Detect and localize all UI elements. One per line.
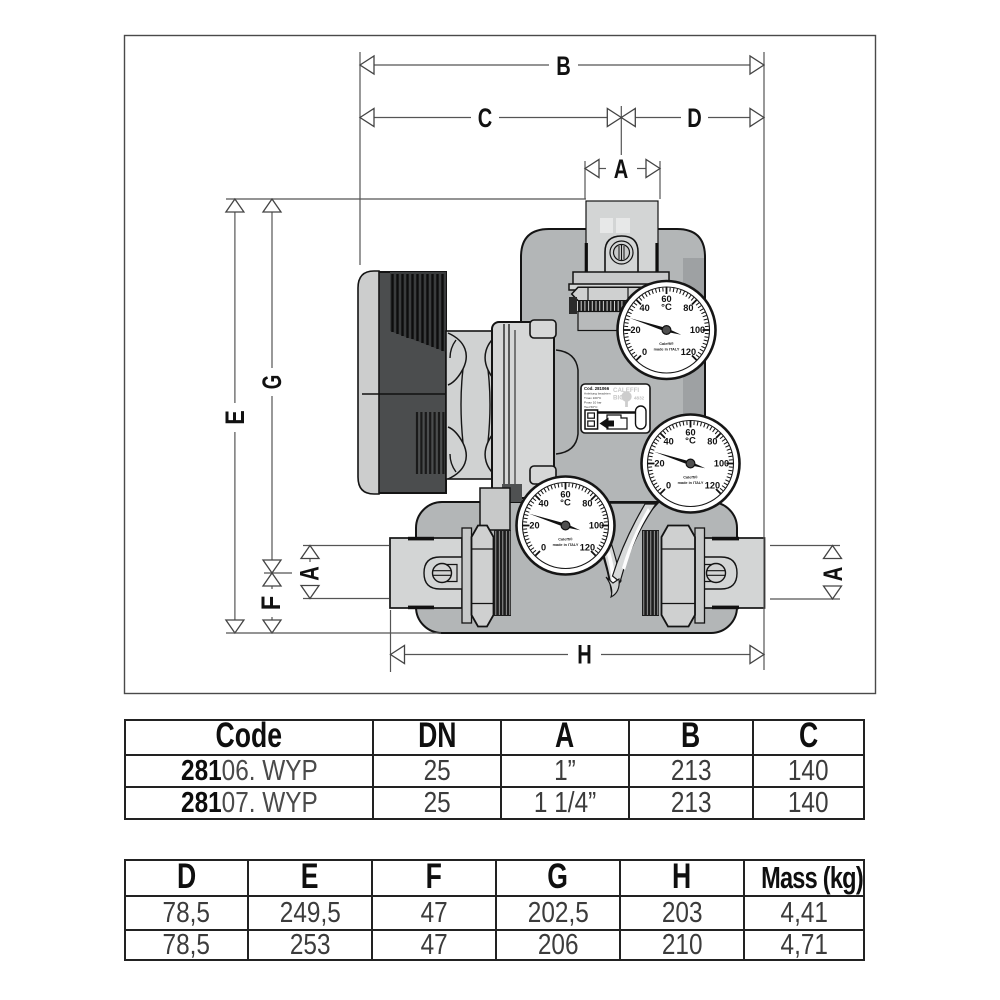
- svg-text:80: 80: [683, 303, 693, 313]
- svg-text:60: 60: [661, 294, 671, 304]
- svg-text:F: F: [256, 596, 286, 611]
- svg-text:80: 80: [582, 499, 592, 509]
- svg-text:Cod. 281066: Cod. 281066: [584, 386, 610, 391]
- svg-text:120: 120: [681, 347, 696, 357]
- svg-text:Tmax 100°C: Tmax 100°C: [584, 396, 602, 400]
- svg-text:CALEFFI: CALEFFI: [613, 387, 639, 394]
- svg-text:D: D: [687, 103, 702, 133]
- svg-text:0: 0: [541, 542, 546, 552]
- svg-text:made in ITALY: made in ITALY: [654, 348, 680, 352]
- svg-text:4832: 4832: [634, 396, 645, 401]
- svg-text:20: 20: [630, 325, 640, 335]
- svg-text:0: 0: [642, 347, 647, 357]
- svg-text:40: 40: [538, 499, 548, 509]
- svg-text:120: 120: [705, 480, 720, 490]
- svg-text:Caleffi®: Caleffi®: [683, 476, 698, 480]
- svg-text:A: A: [295, 566, 325, 581]
- svg-text:20: 20: [529, 521, 539, 531]
- svg-text:°C: °C: [685, 436, 696, 447]
- svg-text:Anleitung beachten: Anleitung beachten: [584, 392, 611, 396]
- svg-text:60: 60: [685, 428, 695, 438]
- svg-text:E: E: [220, 410, 250, 425]
- svg-text:BIO: BIO: [613, 395, 624, 402]
- svg-text:0: 0: [666, 480, 671, 490]
- svg-text:°C: °C: [661, 302, 672, 313]
- svg-text:20: 20: [654, 459, 664, 469]
- svg-text:A: A: [818, 567, 848, 582]
- svg-text:Tset 50°C: Tset 50°C: [584, 405, 598, 409]
- svg-text:°C: °C: [560, 498, 571, 509]
- svg-text:made in ITALY: made in ITALY: [678, 481, 704, 485]
- svg-text:60: 60: [560, 490, 570, 500]
- svg-text:Caleffi®: Caleffi®: [659, 342, 674, 346]
- svg-text:B: B: [556, 51, 571, 81]
- svg-text:made in ITALY: made in ITALY: [553, 543, 579, 547]
- svg-text:Caleffi®: Caleffi®: [558, 538, 573, 542]
- svg-text:120: 120: [580, 542, 595, 552]
- svg-text:100: 100: [589, 521, 604, 531]
- svg-text:100: 100: [690, 325, 705, 335]
- svg-text:100: 100: [714, 459, 729, 469]
- svg-text:G: G: [257, 375, 287, 390]
- svg-text:40: 40: [663, 437, 673, 447]
- svg-text:Pmax 10 bar: Pmax 10 bar: [584, 401, 602, 405]
- svg-text:80: 80: [707, 437, 717, 447]
- svg-text:H: H: [577, 640, 592, 670]
- svg-text:40: 40: [639, 303, 649, 313]
- svg-text:A: A: [614, 154, 629, 184]
- svg-text:C: C: [478, 103, 493, 133]
